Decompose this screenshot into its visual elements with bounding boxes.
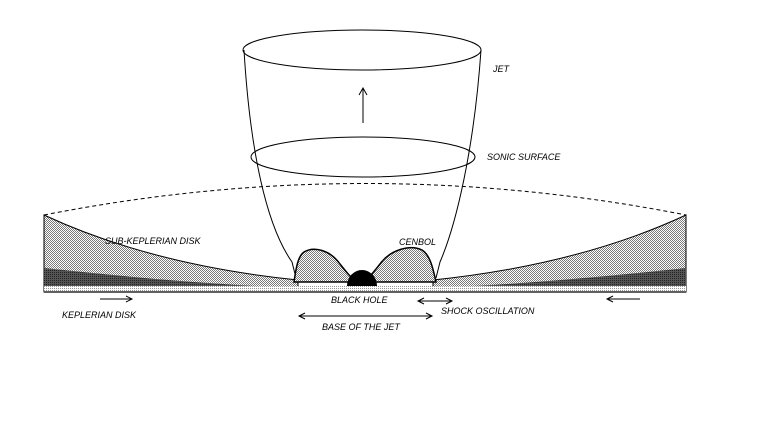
jet-label: JET: [492, 64, 511, 74]
disk-outer-rim: [43, 183, 687, 216]
base-of-jet-arrow: [297, 312, 434, 320]
sonic-surface-ellipse: [250, 136, 476, 178]
jet-up-arrow: [358, 86, 368, 123]
keplerian-inflow-arrow-left: [100, 295, 134, 303]
shock-oscillation-arrow: [416, 297, 454, 305]
black-hole: [347, 270, 377, 286]
shock-oscillation-label: SHOCK OSCILLATION: [441, 306, 535, 316]
jet-funnel: [243, 49, 482, 279]
sub-keplerian-disk-label: SUB-KEPLERIAN DISK: [105, 236, 202, 246]
base-of-the-jet-label: BASE OF THE JET: [322, 322, 401, 332]
jet-top-ellipse: [242, 29, 482, 71]
disk-bottom-strip: [44, 286, 686, 292]
sonic-surface-label: SONIC SURFACE: [487, 152, 561, 162]
keplerian-disk-label: KEPLERIAN DISK: [62, 310, 137, 320]
black-hole-label: BLACK HOLE: [331, 295, 389, 305]
keplerian-inflow-arrow-right: [605, 295, 640, 303]
cenbol-label: CENBOL: [399, 237, 436, 247]
